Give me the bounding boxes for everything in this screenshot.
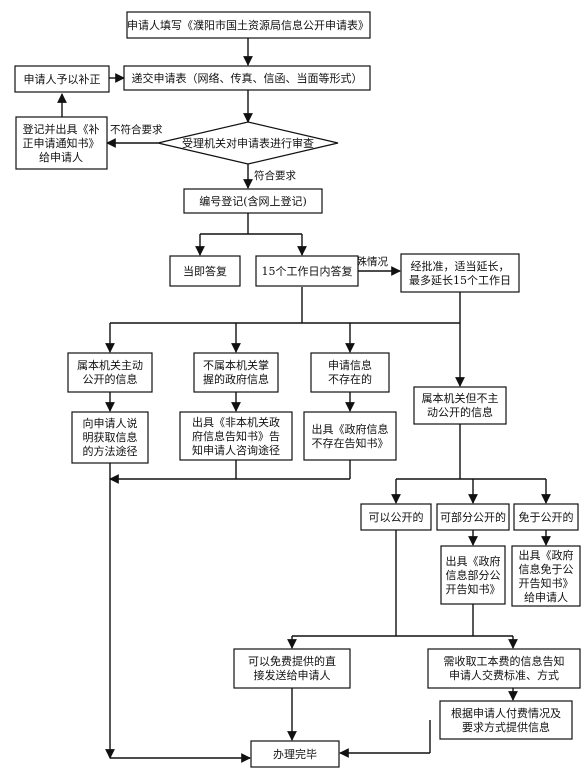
- node-cat-active: 属本机关主动公开的信息: [67, 352, 153, 393]
- node-act-not-exist: 出具《政府信息不存在告知书》: [303, 411, 397, 461]
- fifteen-days-line: 15个工作日内答复: [262, 264, 353, 278]
- exempt-disclose-line: 免于公开的: [519, 510, 574, 524]
- node-fee-notice-text: 需收取工本费的信息告知申请人交费标准、方式: [444, 654, 565, 682]
- extension-line: 最多延长15个工作日: [409, 273, 511, 287]
- immediate-line: 当即答复: [183, 264, 227, 278]
- flow-edges: [57, 38, 551, 763]
- resubmit-line: 申请人予以补正: [24, 73, 101, 86]
- node-provide-per-payment: 根据申请人付费情况及要求方式提供信息: [439, 700, 573, 740]
- label-compliant: 符合要求: [254, 169, 296, 182]
- node-fifteen-days-text: 15个工作日内答复: [262, 264, 353, 278]
- node-resubmit-text: 申请人予以补正: [24, 73, 101, 86]
- notice-correction-line: 登记并出具《补: [23, 122, 100, 136]
- node-cat-not-exist-text: 申请信息不存在的: [328, 358, 372, 386]
- fee-notice-line: 申请人交费标准、方式: [449, 668, 559, 682]
- node-submit-text: 递交申请表（网络、传真、信函、当面等形式）: [132, 71, 363, 85]
- node-free-send: 可以免费提供的直接发送给申请人: [233, 648, 351, 689]
- node-exempt-disclose-text: 免于公开的: [519, 510, 574, 524]
- notice-correction-line: 正申请通知书》: [23, 136, 100, 150]
- act-partial-line: 开告知书》: [446, 582, 501, 596]
- node-submit: 递交申请表（网络、传真、信函、当面等形式）: [123, 65, 371, 91]
- fee-notice-line: 需收取工本费的信息告知: [444, 654, 565, 668]
- node-cat-non-active-text: 属本机关但不主动公开的信息: [422, 391, 499, 419]
- node-act-exempt-text: 出具《政府信息免于公开告知书》给申请人: [519, 548, 574, 604]
- node-act-partial: 出具《政府信息部分公开告知书》: [440, 545, 506, 605]
- node-cat-not-exist: 申请信息不存在的: [310, 352, 390, 393]
- can-disclose-line: 可以公开的: [369, 510, 424, 524]
- free-send-line: 可以免费提供的直: [248, 654, 336, 668]
- node-notice-correction-text: 登记并出具《补正申请通知书》给申请人: [23, 122, 100, 164]
- node-act-inform-method-text: 向申请人说明获取信息的方法途径: [83, 416, 138, 458]
- provide-per-payment-line: 要求方式提供信息: [462, 720, 550, 734]
- node-extension-text: 经批准，适当延长，最多延长15个工作日: [409, 259, 511, 287]
- cat-non-active-line: 属本机关但不主: [422, 391, 499, 405]
- node-fifteen-days: 15个工作日内答复: [255, 255, 359, 287]
- node-immediate: 当即答复: [169, 255, 241, 287]
- node-done-text: 办理完毕: [273, 747, 317, 761]
- act-other-org-line: 出具《非本机关政: [192, 415, 280, 429]
- act-inform-method-line: 明获取信息: [83, 430, 138, 444]
- cat-other-org-line: 握的政府信息: [203, 372, 269, 386]
- act-other-org-line: 府信息告知书》告: [192, 429, 280, 443]
- node-fee-notice: 需收取工本费的信息告知申请人交费标准、方式: [427, 648, 581, 689]
- node-done: 办理完毕: [250, 740, 340, 768]
- act-other-org-line: 知申请人咨询途径: [192, 443, 280, 457]
- node-cat-non-active: 属本机关但不主动公开的信息: [413, 386, 507, 425]
- node-cat-other-org: 不属本机关掌握的政府信息: [193, 352, 279, 393]
- node-cat-other-org-text: 不属本机关掌握的政府信息: [203, 358, 269, 386]
- partial-disclose-line: 可部分公开的: [440, 510, 506, 524]
- act-inform-method-line: 向申请人说: [83, 416, 138, 430]
- node-start-text: 申请人填写《濮阳市国土资源局信息公开申请表》: [127, 18, 369, 32]
- node-free-send-text: 可以免费提供的直接发送给申请人: [248, 654, 336, 682]
- node-act-not-exist-text: 出具《政府信息不存在告知书》: [312, 422, 389, 450]
- node-immediate-text: 当即答复: [183, 264, 227, 278]
- done-line: 办理完毕: [273, 747, 317, 761]
- act-not-exist-line: 出具《政府信息: [312, 422, 389, 436]
- node-exempt-disclose: 免于公开的: [513, 503, 579, 531]
- node-start: 申请人填写《濮阳市国土资源局信息公开申请表》: [126, 11, 371, 39]
- cat-non-active-line: 动公开的信息: [427, 405, 493, 419]
- register-line: 编号登记(含网上登记): [199, 194, 307, 208]
- cat-active-line: 属本机关主动: [77, 358, 143, 372]
- node-partial-disclose-text: 可部分公开的: [440, 510, 506, 524]
- act-inform-method-line: 的方法途径: [83, 444, 138, 458]
- provide-per-payment-line: 根据申请人付费情况及: [451, 706, 561, 720]
- node-partial-disclose: 可部分公开的: [436, 503, 510, 531]
- node-provide-per-payment-text: 根据申请人付费情况及要求方式提供信息: [451, 706, 561, 734]
- start-line: 申请人填写《濮阳市国土资源局信息公开申请表》: [127, 18, 369, 32]
- act-exempt-line: 信息免于公: [519, 562, 574, 576]
- node-act-other-org-text: 出具《非本机关政府信息告知书》告知申请人咨询途径: [192, 415, 280, 457]
- node-review-text: 受理机关对申请表进行审查: [182, 136, 314, 150]
- free-send-line: 接发送给申请人: [254, 668, 331, 682]
- label-non-compliant: 不符合要求: [110, 123, 163, 136]
- node-extension: 经批准，适当延长，最多延长15个工作日: [400, 253, 520, 293]
- act-exempt-line: 出具《政府: [519, 548, 574, 562]
- act-exempt-line: 开告知书》: [519, 576, 574, 590]
- node-act-exempt: 出具《政府信息免于公开告知书》给申请人: [511, 545, 581, 607]
- node-register-text: 编号登记(含网上登记): [199, 194, 307, 208]
- submit-line: 递交申请表（网络、传真、信函、当面等形式）: [132, 71, 363, 85]
- act-not-exist-line: 不存在告知书》: [312, 436, 389, 450]
- node-review: 受理机关对申请表进行审查: [157, 121, 339, 165]
- extension-line: 经批准，适当延长，: [411, 259, 510, 273]
- act-partial-line: 信息部分公: [446, 568, 501, 582]
- node-notice-correction: 登记并出具《补正申请通知书》给申请人: [15, 116, 108, 170]
- node-act-partial-text: 出具《政府信息部分公开告知书》: [446, 554, 501, 596]
- act-partial-line: 出具《政府: [446, 554, 501, 568]
- cat-other-org-line: 不属本机关掌: [203, 358, 269, 372]
- node-can-disclose-text: 可以公开的: [369, 510, 424, 524]
- node-act-inform-method: 向申请人说明获取信息的方法途径: [71, 411, 149, 464]
- act-exempt-line: 给申请人: [524, 591, 568, 604]
- notice-correction-line: 给申请人: [39, 151, 83, 164]
- node-can-disclose: 可以公开的: [360, 503, 432, 531]
- node-resubmit: 申请人予以补正: [14, 65, 110, 93]
- node-cat-active-text: 属本机关主动公开的信息: [77, 358, 143, 386]
- cat-active-line: 公开的信息: [83, 372, 138, 386]
- node-register: 编号登记(含网上登记): [183, 188, 323, 214]
- cat-not-exist-line: 申请信息: [328, 358, 372, 372]
- node-act-other-org: 出具《非本机关政府信息告知书》告知申请人咨询途径: [179, 411, 293, 461]
- review-line: 受理机关对申请表进行审查: [182, 136, 314, 150]
- cat-not-exist-line: 不存在的: [328, 372, 372, 386]
